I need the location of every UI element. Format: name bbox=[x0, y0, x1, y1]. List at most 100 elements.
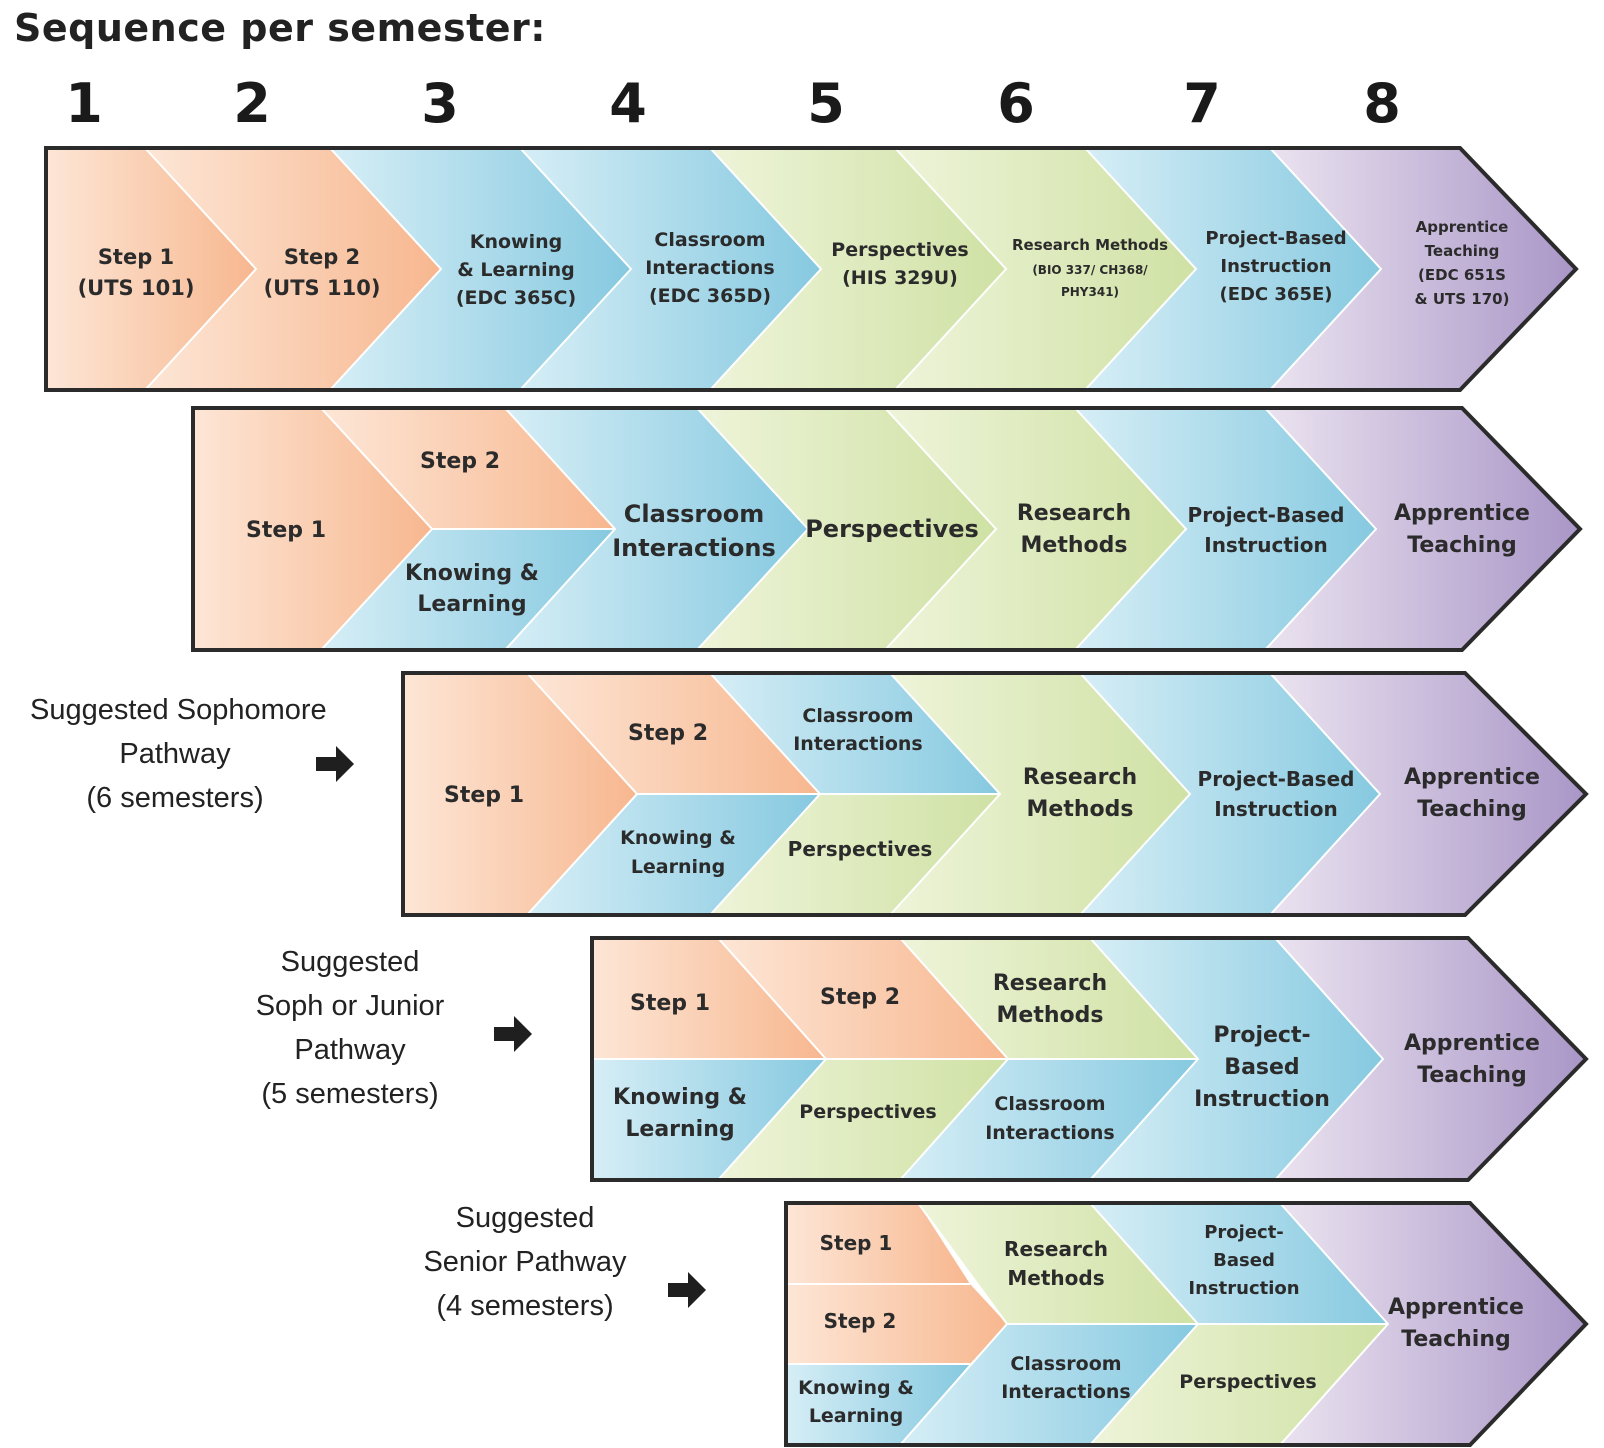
segment-label-knowing-learning: Knowing &Learning bbox=[405, 561, 539, 617]
segment-label-step-1: Step 1 bbox=[444, 783, 524, 808]
segment-label-step-2: Step 2(UTS 110) bbox=[264, 245, 381, 300]
segment-perspectives bbox=[710, 148, 1006, 390]
segment-apprentice-teaching bbox=[1270, 148, 1576, 390]
segment-classroom-interactions bbox=[900, 1059, 1198, 1180]
label-line: Suggested bbox=[280, 946, 420, 978]
row-outline bbox=[784, 1201, 1589, 1447]
segment-knowing-learning bbox=[786, 1364, 970, 1445]
segment-step-2 bbox=[527, 673, 820, 794]
segment-classroom-interactions bbox=[520, 148, 821, 390]
segment-label-step-1: Step 1 bbox=[630, 991, 710, 1016]
semester-number-2: 2 bbox=[233, 72, 271, 135]
segment-perspectives bbox=[697, 408, 996, 650]
segment-project-based bbox=[1090, 1203, 1388, 1324]
segment-label-step-2: Step 2 bbox=[628, 721, 708, 746]
segment-project-based bbox=[1075, 408, 1376, 650]
row-outline bbox=[191, 406, 1583, 652]
segment-knowing-learning bbox=[321, 529, 615, 650]
label-line: Suggested bbox=[455, 1202, 595, 1234]
semester-number-4: 4 bbox=[609, 72, 647, 135]
segment-research-methods bbox=[895, 148, 1196, 390]
sophomore-pathway-label: Suggested Sophomore Pathway (6 semesters… bbox=[30, 688, 327, 820]
segment-perspectives bbox=[710, 794, 1000, 915]
segment-label-step-1: Step 1(UTS 101) bbox=[78, 245, 195, 300]
label-line: Pathway bbox=[294, 1034, 406, 1066]
segment-research-methods bbox=[885, 408, 1186, 650]
label-line: Senior Pathway bbox=[423, 1246, 627, 1278]
semester-number-6: 6 bbox=[997, 72, 1035, 135]
label-line: Soph or Junior bbox=[255, 990, 445, 1022]
label-line: Pathway bbox=[119, 738, 231, 770]
row-outline bbox=[44, 146, 1579, 392]
segment-knowing-learning bbox=[330, 148, 631, 390]
segment-step-1 bbox=[403, 673, 637, 915]
segment-label-perspectives: Perspectives bbox=[788, 837, 933, 861]
segment-knowing-learning bbox=[592, 1059, 826, 1180]
arrow-right-icon bbox=[494, 1016, 532, 1052]
semester-number-5: 5 bbox=[807, 72, 845, 135]
row-outline bbox=[590, 936, 1589, 1182]
semester-number-1: 1 bbox=[65, 72, 103, 135]
segment-step-2 bbox=[718, 938, 1008, 1059]
segment-label-perspectives: Perspectives(HIS 329U) bbox=[831, 239, 968, 289]
segment-label-step-1: Step 1 bbox=[820, 1231, 893, 1255]
segment-step-2 bbox=[321, 408, 615, 529]
segment-label-knowing-learning: Knowing& Learning(EDC 365C) bbox=[456, 231, 576, 309]
segment-apprentice-teaching bbox=[1265, 408, 1580, 650]
semester-number-8: 8 bbox=[1363, 72, 1401, 135]
pathway-row-2: Step 1 Step 2 Knowing &Learning Classroo… bbox=[191, 406, 1583, 652]
pathway-row-5: Step 1 Step 2 Knowing &Learning Research… bbox=[784, 1201, 1589, 1447]
segment-perspectives bbox=[718, 1059, 1008, 1180]
segment-step-1 bbox=[193, 408, 432, 650]
segment-step-1 bbox=[786, 1203, 970, 1284]
segment-perspectives bbox=[1090, 1324, 1388, 1445]
segment-label-perspectives: Perspectives bbox=[805, 515, 979, 543]
segment-project-based bbox=[1085, 148, 1381, 390]
segment-apprentice-teaching bbox=[1275, 938, 1586, 1180]
segment-apprentice-teaching bbox=[1280, 1203, 1586, 1445]
pathway-row-3: Step 1 Step 2 Knowing &Learning Classroo… bbox=[401, 671, 1589, 917]
segment-label-perspectives: Perspectives bbox=[799, 1101, 936, 1123]
segment-classroom-interactions bbox=[900, 1324, 1198, 1445]
segment-step-1 bbox=[46, 148, 256, 390]
diagram-title: Sequence per semester: bbox=[14, 6, 546, 50]
segment-label-knowing-learning: Knowing &Learning bbox=[613, 1085, 747, 1142]
segment-label-step-2: Step 2 bbox=[420, 449, 500, 474]
segment-label-knowing-learning: Knowing &Learning bbox=[620, 827, 736, 878]
segment-label-research-methods: Research Methods(BIO 337/ CH368/PHY341) bbox=[1012, 236, 1168, 299]
segment-project-based bbox=[1090, 938, 1383, 1180]
segment-step-2 bbox=[145, 148, 441, 390]
segment-research-methods bbox=[890, 673, 1190, 915]
arrow-right-icon bbox=[668, 1272, 706, 1308]
segment-project-based bbox=[1080, 673, 1380, 915]
soph-junior-pathway-label: Suggested Soph or Junior Pathway (5 seme… bbox=[230, 940, 470, 1116]
label-line: (6 semesters) bbox=[86, 782, 264, 814]
pathway-row-4: Step 1 Knowing &Learning Step 2 Perspect… bbox=[590, 936, 1589, 1182]
arrow-right-icon bbox=[316, 746, 354, 782]
label-line: (5 semesters) bbox=[261, 1078, 439, 1110]
senior-pathway-label: Suggested Senior Pathway (4 semesters) bbox=[400, 1196, 650, 1328]
segment-label-step-2: Step 2 bbox=[824, 1309, 897, 1333]
segment-classroom-interactions bbox=[710, 673, 1000, 794]
segment-label-step-1: Step 1 bbox=[246, 518, 326, 543]
segment-knowing-learning bbox=[527, 794, 820, 915]
label-line: Suggested Sophomore bbox=[30, 694, 327, 726]
segment-label-perspectives: Perspectives bbox=[1179, 1371, 1316, 1393]
